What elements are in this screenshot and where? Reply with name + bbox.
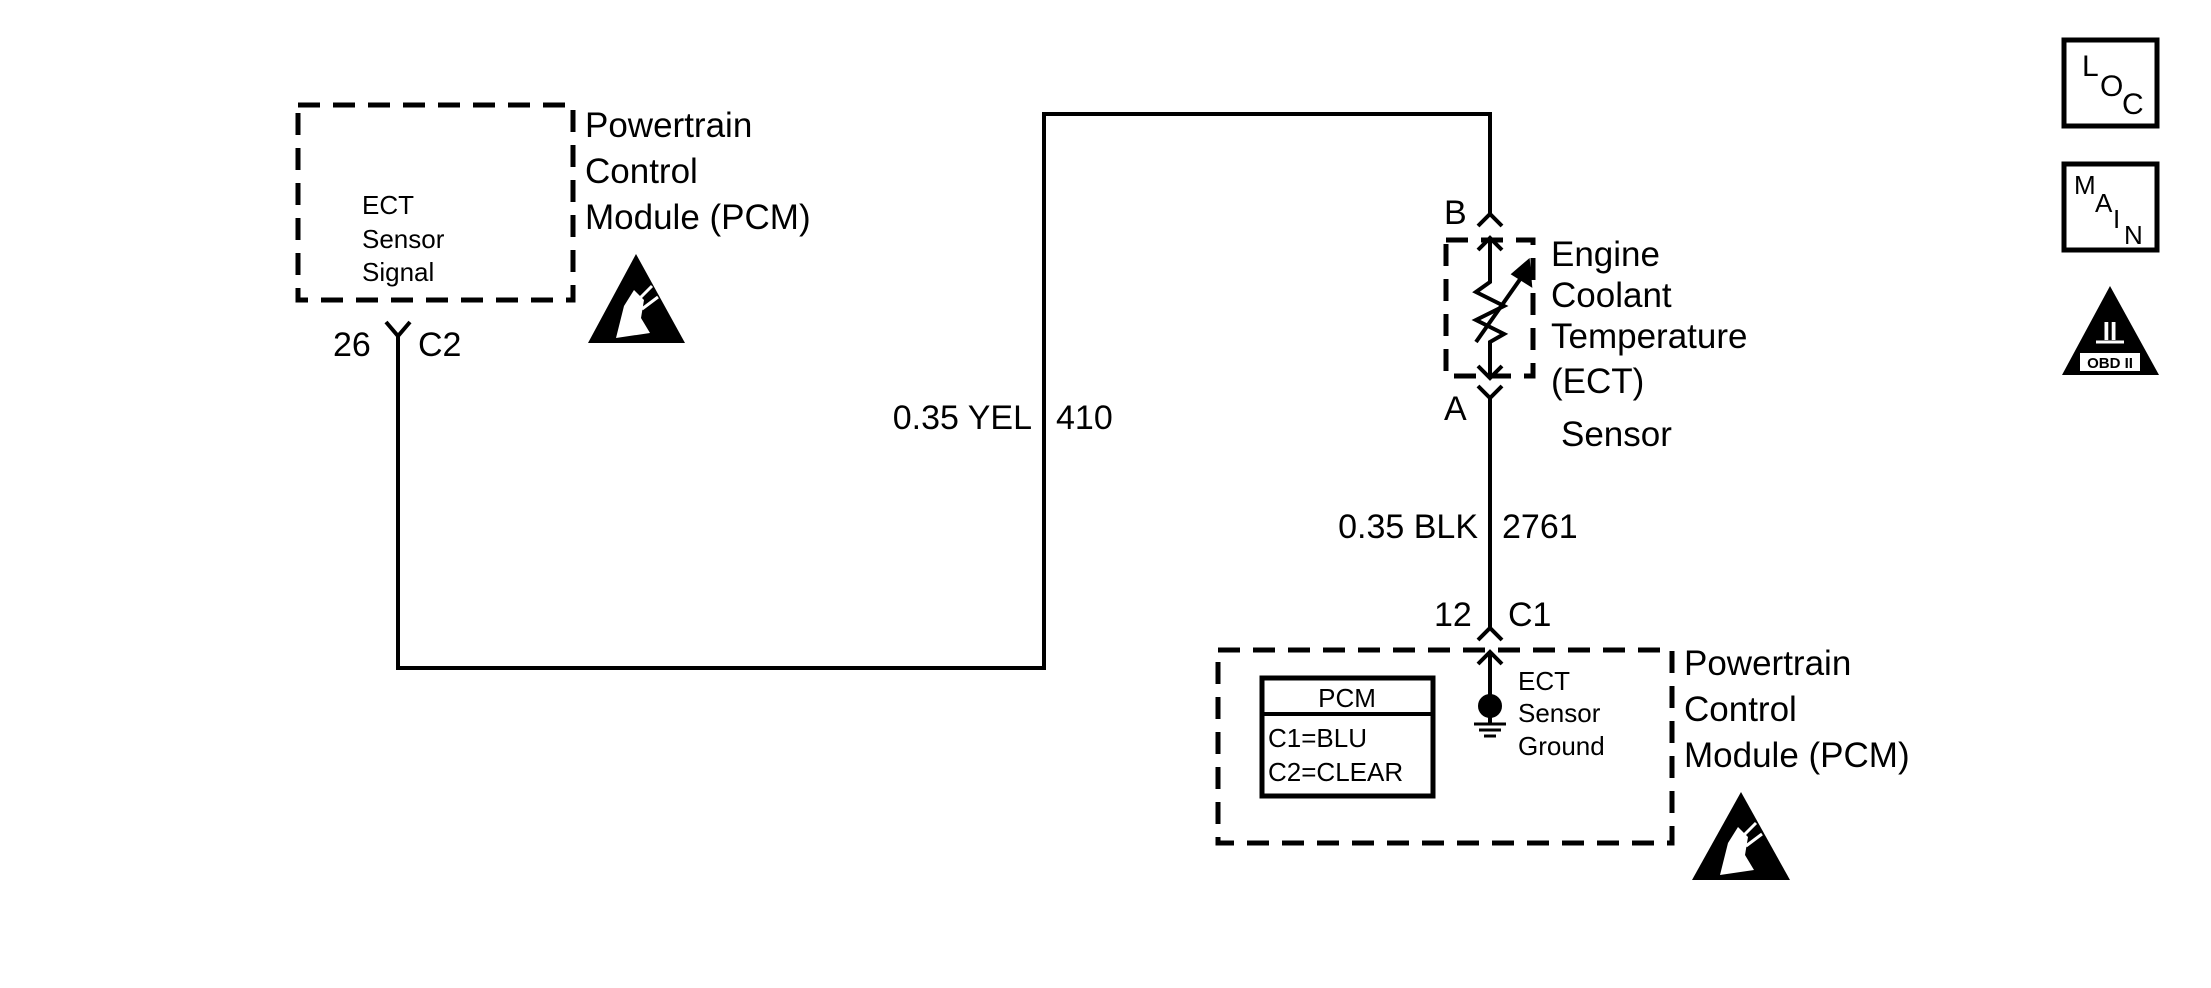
bottom-connector-id: C1	[1508, 596, 1551, 634]
top-connector-id: C2	[418, 326, 461, 364]
top-pcm-signal-label: ECT Sensor Signal	[362, 190, 452, 287]
esd-warning-icon-top	[588, 254, 685, 343]
svg-text:L: L	[2082, 50, 2099, 83]
wire-yel-gauge-color: 0.35 YEL	[893, 399, 1032, 437]
esd-warning-icon-bottom	[1692, 792, 1790, 880]
terminal-b-label: B	[1444, 194, 1467, 232]
top-pcm-dashed-box	[295, 102, 576, 303]
terminal-a-label: A	[1444, 390, 1467, 428]
pcm-table-row-c2: C2=CLEAR	[1268, 757, 1403, 787]
svg-text:N: N	[2124, 220, 2143, 250]
pin-12-connector-symbol	[1476, 625, 1504, 642]
svg-text:OBD II: OBD II	[2087, 355, 2133, 372]
pin-26-connector-symbol	[384, 320, 412, 340]
svg-text:C: C	[2122, 88, 2144, 121]
main-icon[interactable]: M A I N	[2061, 161, 2160, 253]
ect-sensor-ground-label: ECT Sensor Ground	[1518, 666, 1608, 761]
bottom-pin-number: 12	[1434, 596, 1472, 634]
sensor-ground-symbol	[1474, 649, 1506, 738]
loc-icon[interactable]: L O C	[2061, 37, 2160, 129]
pcm-table-header: PCM	[1318, 683, 1376, 713]
terminal-b-connector-symbol	[1476, 211, 1504, 228]
top-pcm-title: Powertrain Control Module (PCM)	[585, 106, 811, 237]
top-pin-number: 26	[333, 326, 371, 364]
obd-ii-icon[interactable]: II OBD II	[2062, 286, 2159, 375]
pcm-table-row-c1: C1=BLU	[1268, 723, 1367, 753]
ect-sensor-name: Engine Coolant Temperature (ECT) Sensor	[1551, 235, 1757, 454]
pcm-connector-table: PCM C1=BLU C2=CLEAR	[1259, 675, 1436, 799]
wire-blk-gauge-color: 0.35 BLK	[1338, 508, 1478, 546]
wire-blk-circuit: 2761	[1502, 508, 1578, 546]
wire-yel-circuit: 410	[1056, 399, 1113, 437]
bottom-pcm-title: Powertrain Control Module (PCM)	[1684, 644, 1910, 775]
thermistor-symbol	[1471, 235, 1533, 381]
bottom-pcm-dashed-box	[1215, 647, 1675, 846]
svg-text:II: II	[2103, 316, 2117, 346]
wire-yel-410	[396, 112, 1492, 670]
svg-text:M: M	[2074, 170, 2096, 200]
svg-text:A: A	[2095, 188, 2113, 218]
svg-text:I: I	[2113, 204, 2120, 234]
terminal-a-connector-symbol	[1476, 384, 1504, 401]
svg-text:O: O	[2100, 70, 2123, 103]
